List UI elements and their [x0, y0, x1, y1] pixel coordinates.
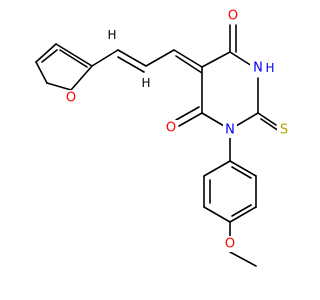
bond [203, 206, 231, 223]
molecule-canvas: O O O N H S N O H H [35, 8, 291, 267]
bond [175, 106, 200, 121]
ring-nitrogen-label: N [225, 123, 235, 138]
bond [117, 56, 145, 73]
bond [70, 65, 93, 91]
bond [201, 112, 225, 127]
alkene-chain [91, 49, 203, 74]
atom-labels: O O O N H S N O H H [64, 8, 291, 252]
bond [35, 61, 48, 84]
bond [231, 166, 252, 179]
bond [173, 49, 203, 68]
bond [231, 204, 252, 217]
bond [178, 112, 203, 127]
molecule-structure: O O O N H S N O H H [35, 8, 291, 267]
pyrimidine-ring [175, 24, 280, 132]
nh-hydrogen-label: H [265, 61, 274, 75]
bond [229, 160, 257, 177]
furan-ring [35, 43, 93, 91]
vinyl-hydrogen-label: H [107, 28, 116, 42]
thione-sulfur-label: S [280, 123, 288, 138]
nh-nitrogen-label: N [253, 61, 263, 76]
methoxyphenyl-ring [203, 136, 257, 267]
bond [257, 112, 277, 126]
bond [59, 49, 88, 68]
bond [35, 43, 57, 63]
carbonyl-oxygen-left-label: O [166, 121, 176, 136]
bond [41, 49, 58, 63]
bond [235, 112, 259, 127]
bond [201, 51, 231, 68]
bond [55, 43, 93, 67]
bond [175, 55, 203, 74]
furan-oxygen-label: O [66, 91, 76, 106]
carbonyl-oxygen-top-label: O [228, 9, 238, 24]
bond [117, 49, 147, 67]
bond [260, 118, 280, 132]
bond [229, 206, 257, 223]
methoxy-oxygen-label: O [225, 237, 235, 252]
bond [91, 49, 119, 67]
bond [229, 51, 253, 67]
bond [145, 49, 175, 67]
bond [229, 251, 257, 267]
bond [46, 82, 72, 91]
vinyl-hydrogen-label: H [141, 76, 150, 90]
bond [203, 160, 231, 177]
